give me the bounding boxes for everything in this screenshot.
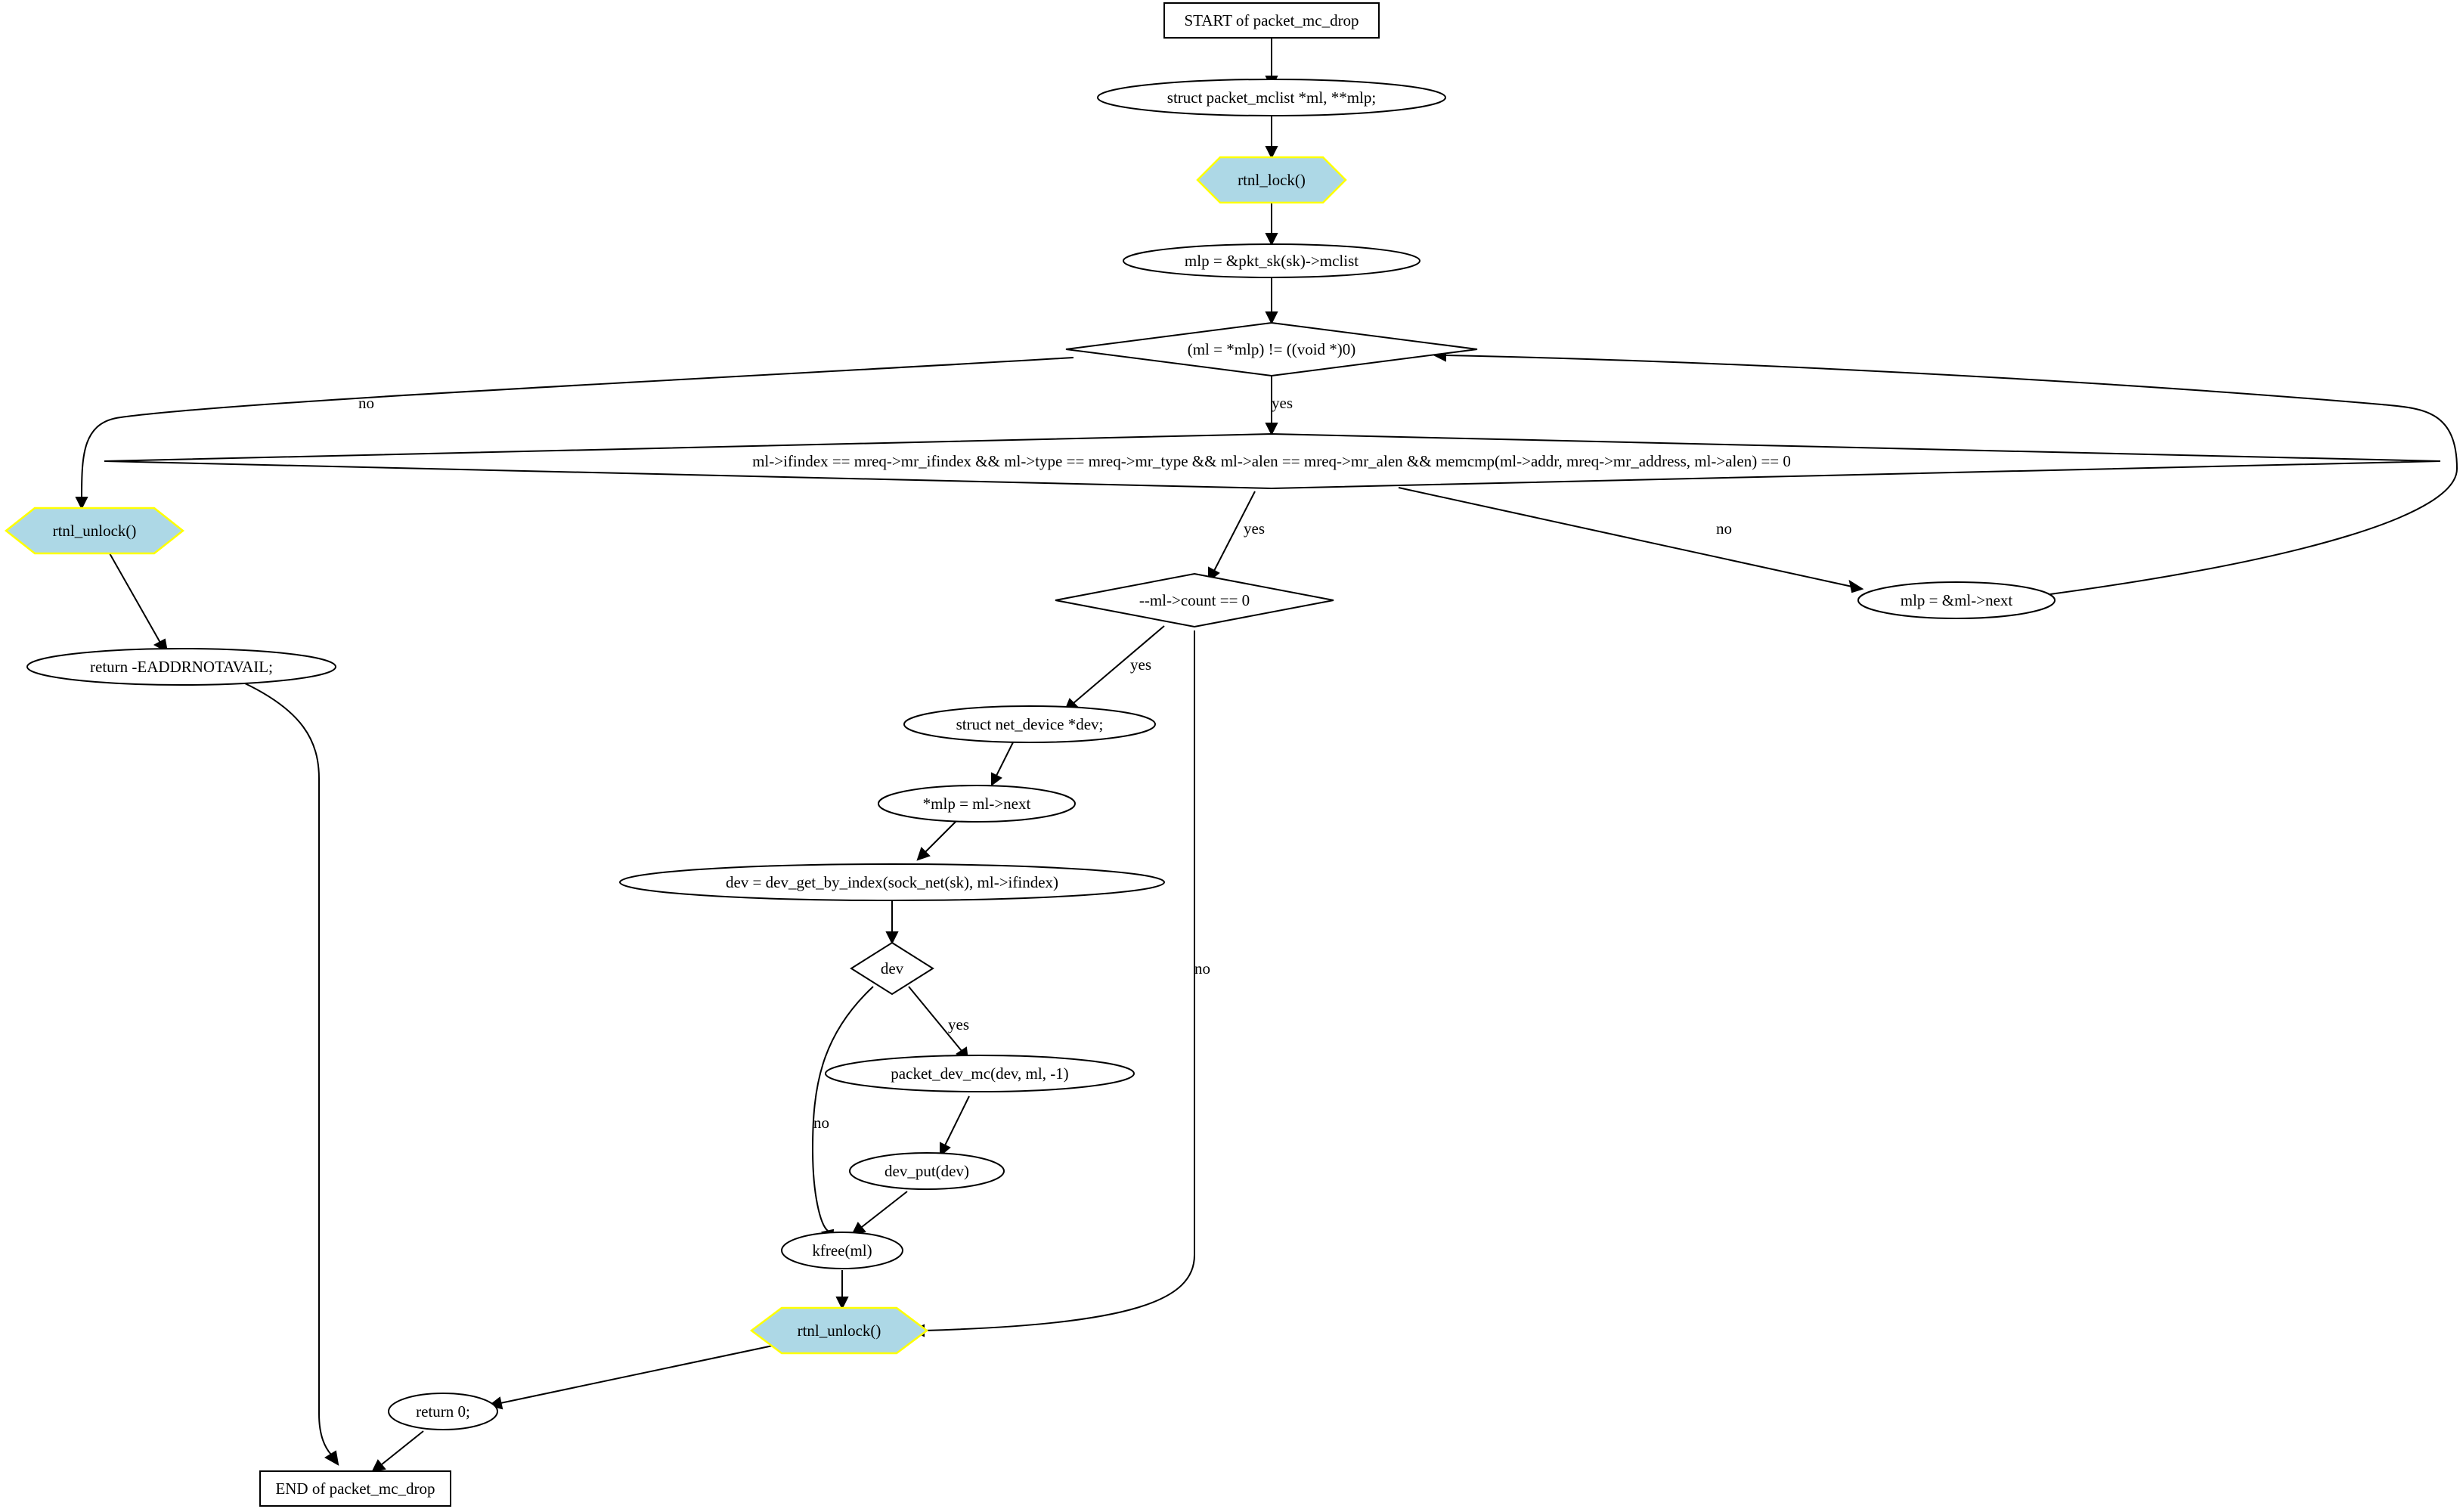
return-eaddrnotavail-node: return -EADDRNOTAVAIL; — [26, 648, 336, 686]
end-node: END of packet_mc_drop — [259, 1470, 451, 1507]
return-zero-node: return 0; — [388, 1393, 498, 1430]
edge-unlock1-to-return — [109, 553, 161, 643]
dev-condition-node: dev — [850, 941, 934, 996]
arrowhead — [835, 1297, 849, 1310]
arrowhead — [916, 847, 931, 861]
decl-ml-label: struct packet_mclist *ml, **mlp; — [1167, 88, 1376, 107]
arrowhead — [1265, 146, 1278, 160]
dev-get-node: dev = dev_get_by_index(sock_net(sk), ml-… — [619, 863, 1165, 901]
arrowhead — [371, 1459, 386, 1473]
packet-dev-mc-label: packet_dev_mc(dev, ml, -1) — [891, 1064, 1068, 1083]
edge-loop-no — [81, 357, 1074, 498]
decl-dev-node: struct net_device *dev; — [903, 705, 1156, 743]
start-node: START of packet_mc_drop — [1163, 2, 1380, 39]
arrowhead — [1265, 233, 1278, 246]
arrowhead — [1848, 579, 1864, 593]
arrowhead — [1265, 423, 1278, 436]
match-condition-label: ml->ifindex == mreq->mr_ifindex && ml->t… — [752, 452, 1791, 470]
edge-dev-yes — [908, 986, 962, 1052]
decl-ml-node: struct packet_mclist *ml, **mlp; — [1097, 79, 1446, 116]
arrowhead — [324, 1450, 339, 1466]
edge-match-no — [1398, 487, 1853, 587]
kfree-node: kfree(ml) — [781, 1232, 903, 1269]
dev-condition-label: dev — [881, 959, 904, 978]
arrowhead — [1265, 311, 1278, 325]
unlink-node: *mlp = ml->next — [878, 785, 1076, 823]
arrowhead — [885, 931, 899, 945]
count-condition-node: --ml->count == 0 — [1055, 572, 1334, 628]
rtnl-unlock-label-1: rtnl_unlock() — [53, 522, 137, 540]
mlp-init-label: mlp = &pkt_sk(sk)->mclist — [1185, 252, 1359, 270]
edge-labels: no yes yes no yes no yes no — [358, 394, 1732, 1132]
nodes: START of packet_mc_drop struct packet_mc… — [4, 2, 2441, 1507]
edge-unlock2-to-return0 — [500, 1345, 773, 1404]
arrowhead — [991, 772, 1002, 786]
start-label: START of packet_mc_drop — [1184, 11, 1359, 29]
edge-decldev-to-unlink — [996, 742, 1014, 776]
edge-devput-to-kfree — [861, 1191, 908, 1228]
dev-get-label: dev = dev_get_by_index(sock_net(sk), ml-… — [726, 873, 1058, 891]
return-eaddrnotavail-label: return -EADDRNOTAVAIL; — [90, 658, 273, 676]
unlink-label: *mlp = ml->next — [923, 795, 1031, 813]
edge-match-yes — [1213, 491, 1256, 572]
packet-dev-mc-node: packet_dev_mc(dev, ml, -1) — [825, 1055, 1135, 1092]
mlp-next-label: mlp = &ml->next — [1901, 591, 2013, 609]
rtnl-lock-node: rtnl_lock() — [1196, 156, 1347, 204]
edge-label-count-yes: yes — [1130, 655, 1151, 674]
loop-condition-node: (ml = *mlp) != ((void *)0) — [1065, 321, 1478, 377]
rtnl-unlock-node-2: rtnl_unlock() — [749, 1306, 929, 1355]
kfree-label: kfree(ml) — [812, 1241, 872, 1259]
rtnl-unlock-label-2: rtnl_unlock() — [798, 1321, 881, 1340]
edge-return-to-end — [243, 682, 332, 1455]
edge-return0-to-end — [381, 1430, 424, 1465]
rtnl-unlock-node-1: rtnl_unlock() — [4, 507, 185, 555]
edge-label-match-no: no — [1716, 519, 1732, 538]
edge-label-dev-yes: yes — [948, 1015, 969, 1033]
dev-put-label: dev_put(dev) — [885, 1162, 969, 1180]
edge-label-loop-no: no — [358, 394, 374, 412]
edge-label-match-yes: yes — [1244, 519, 1265, 538]
mlp-init-node: mlp = &pkt_sk(sk)->mclist — [1123, 243, 1420, 278]
arrowhead — [940, 1142, 951, 1157]
edge-dev-no — [811, 986, 874, 1232]
mlp-next-node: mlp = &ml->next — [1857, 581, 2056, 619]
end-label: END of packet_mc_drop — [275, 1479, 435, 1498]
count-condition-label: --ml->count == 0 — [1139, 591, 1250, 609]
dev-put-node: dev_put(dev) — [849, 1152, 1005, 1190]
edge-next-to-loop — [1445, 355, 2458, 595]
match-condition-node: ml->ifindex == mreq->mr_ifindex && ml->t… — [104, 432, 2441, 490]
edge-label-loop-yes: yes — [1272, 394, 1293, 412]
edge-count-no — [923, 631, 1195, 1331]
edge-label-dev-no: no — [813, 1114, 829, 1132]
rtnl-lock-label: rtnl_lock() — [1238, 171, 1306, 189]
return-zero-label: return 0; — [416, 1402, 470, 1421]
decl-dev-label: struct net_device *dev; — [956, 715, 1104, 733]
edge-label-count-no: no — [1194, 959, 1210, 978]
arrowhead — [75, 497, 88, 510]
edge-count-yes — [1073, 625, 1165, 704]
edge-pdm-to-devput — [944, 1095, 970, 1146]
edge-unlink-to-devget — [925, 820, 957, 853]
loop-condition-label: (ml = *mlp) != ((void *)0) — [1188, 340, 1356, 358]
